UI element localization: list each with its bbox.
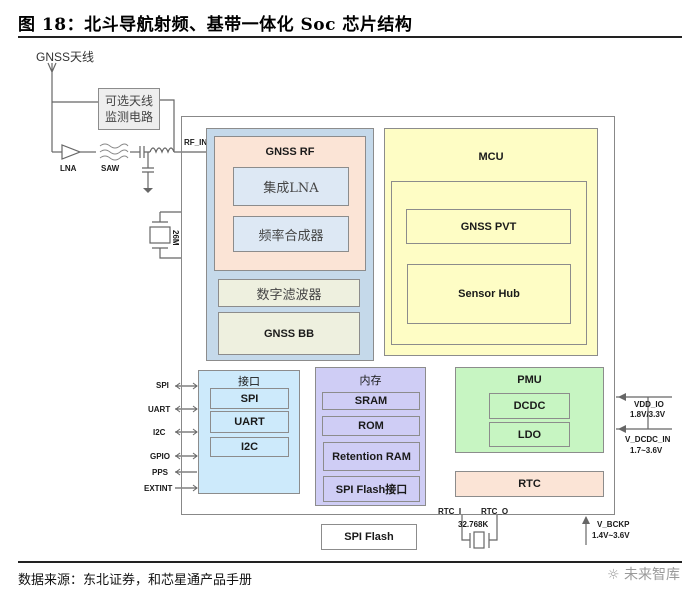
sensor-hub-block: Sensor Hub — [407, 264, 571, 324]
rtc-i-label: RTC_I — [438, 507, 462, 516]
pin-spi: SPI — [156, 381, 169, 390]
interface-spi-block: SPI — [210, 388, 289, 409]
spi-flash-block: SPI Flash — [321, 524, 417, 550]
interface-i2c-block: I2C — [210, 437, 289, 457]
memory-title: 内存 — [359, 374, 382, 387]
inductor-icon — [149, 147, 175, 154]
rtc-o-label: RTC_O — [481, 507, 509, 516]
gnss-bb-block: GNSS BB — [218, 312, 360, 355]
pmu-title: PMU — [517, 374, 542, 386]
antenna-monitor-circuit: 可选天线 监测电路 — [98, 88, 160, 130]
antenna-icon — [47, 62, 57, 152]
dcdc-block: DCDC — [489, 393, 570, 419]
v-dcdc-in-label: V_DCDC_IN — [625, 435, 671, 444]
monitor-line-1: 可选天线 — [104, 94, 153, 108]
v-bckp-arrow-icon — [582, 516, 590, 524]
saw-filter-icon — [99, 143, 129, 161]
v-dcdc-in-range: 1.7~3.6V — [630, 446, 663, 455]
pin-uart: UART — [148, 405, 171, 414]
crystal-26m-label: 26M — [171, 230, 180, 246]
rom-block: ROM — [322, 416, 420, 436]
mcu-title: MCU — [478, 151, 504, 163]
figure-source: 数据来源：东北证券，和芯星通产品手册 — [18, 573, 253, 588]
spi-flash-interface-block: SPI Flash接口 — [323, 476, 420, 502]
crystal-26m-icon — [149, 226, 171, 244]
antenna-label: GNSS天线 — [36, 50, 95, 64]
integrated-lna-block: 集成LNA — [233, 167, 349, 206]
vdd-io-arrow-icon — [618, 393, 626, 401]
pin-pps: PPS — [152, 468, 169, 477]
rtc-crystal-label: 32.768K — [458, 520, 489, 529]
soc-chip-outline — [181, 116, 615, 515]
interface-uart-block: UART — [210, 411, 289, 433]
wechat-icon: ☼ — [606, 567, 620, 583]
ldo-block: LDO — [489, 422, 570, 447]
digital-filter-block: 数字滤波器 — [218, 279, 360, 307]
rf-in-label: RF_IN — [184, 138, 208, 147]
retention-ram-block: Retention RAM — [323, 442, 420, 471]
v-dcdc-arrow-icon — [618, 425, 626, 433]
figure-title: 图 18：北斗导航射频、基带一体化 Soc 芯片结构 — [18, 15, 413, 35]
interface-title: 接口 — [238, 375, 260, 388]
v-bckp-label: V_BCKP — [597, 520, 630, 529]
vdd-io-label: VDD_IO — [634, 400, 664, 409]
lna-amplifier-icon — [61, 144, 82, 160]
pin-i2c: I2C — [153, 428, 166, 437]
frequency-synthesizer-block: 频率合成器 — [233, 216, 349, 252]
gnss-pvt-block: GNSS PVT — [406, 209, 571, 244]
top-rule — [18, 36, 682, 38]
pin-extint: EXTINT — [144, 484, 173, 493]
watermark: ☼ 未来智库 — [607, 564, 680, 584]
pin-gpio: GPIO — [150, 452, 171, 461]
watermark-text: 未来智库 — [624, 567, 680, 583]
vdd-io-range: 1.8V/3.3V — [630, 410, 666, 419]
lna-label: LNA — [60, 164, 77, 173]
bottom-rule — [18, 561, 682, 563]
gnss-rf-title: GNSS RF — [265, 146, 315, 158]
v-bckp-range: 1.4V~3.6V — [592, 531, 630, 540]
monitor-line-2: 监测电路 — [104, 110, 153, 124]
rtc-block: RTC — [455, 471, 604, 497]
saw-label: SAW — [101, 164, 120, 173]
sram-block: SRAM — [322, 392, 420, 410]
